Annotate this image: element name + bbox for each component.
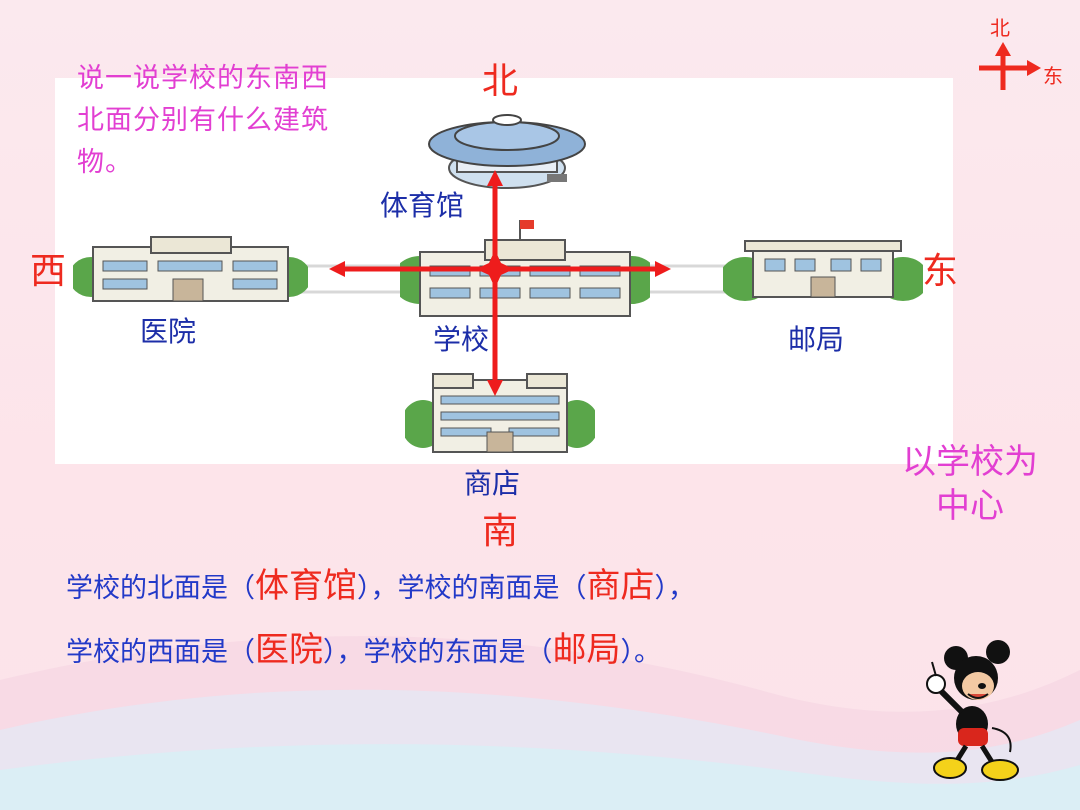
center-note: 以学校为中心: [902, 442, 1038, 526]
sentence-line-1: 学校的北面是（体育馆），学校的南面是（商店），: [66, 566, 695, 609]
direction-south: 南: [482, 511, 519, 552]
sentence-2-part-a: 学校的西面是（: [66, 637, 255, 668]
sentence-2-part-c: ）。: [620, 637, 662, 668]
direction-west: 西: [30, 251, 67, 292]
post-office-icon: [723, 240, 923, 301]
direction-north: 北: [482, 61, 519, 102]
background-waves: [0, 636, 1080, 810]
sentence-2-part-b: ），学校的东面是（: [323, 637, 553, 668]
compass-east-label: 东: [1043, 64, 1063, 88]
label-post-office: 邮局: [788, 323, 845, 356]
question-prompt: 说一说学校的东南西北面分别有什么建筑物。: [77, 63, 329, 178]
label-stadium: 体育馆: [380, 189, 465, 222]
sentence-1-part-a: 学校的北面是（: [66, 573, 255, 604]
stadium-icon: [428, 114, 586, 189]
label-shop: 商店: [464, 467, 521, 500]
answer-north: 体育馆: [255, 566, 357, 606]
sentence-1-part-b: ），学校的南面是（: [357, 573, 587, 604]
answer-south: 商店: [586, 566, 655, 606]
shop-icon: [405, 373, 595, 453]
compass-north-label: 北: [990, 16, 1010, 40]
answer-east: 邮局: [552, 630, 621, 670]
label-school: 学校: [433, 323, 490, 356]
direction-arrows: [329, 170, 671, 396]
answer-west: 医院: [255, 630, 323, 670]
map-panel: [55, 78, 953, 464]
compass-icon: [979, 42, 1041, 90]
direction-east: 东: [922, 251, 959, 292]
sentence-line-2: 学校的西面是（医院），学校的东面是（邮局）。: [66, 630, 661, 673]
mickey-mouse-icon: [926, 640, 1019, 781]
sentence-1-part-c: ），: [654, 573, 696, 604]
label-hospital: 医院: [140, 315, 197, 348]
hospital-icon: [73, 236, 308, 302]
